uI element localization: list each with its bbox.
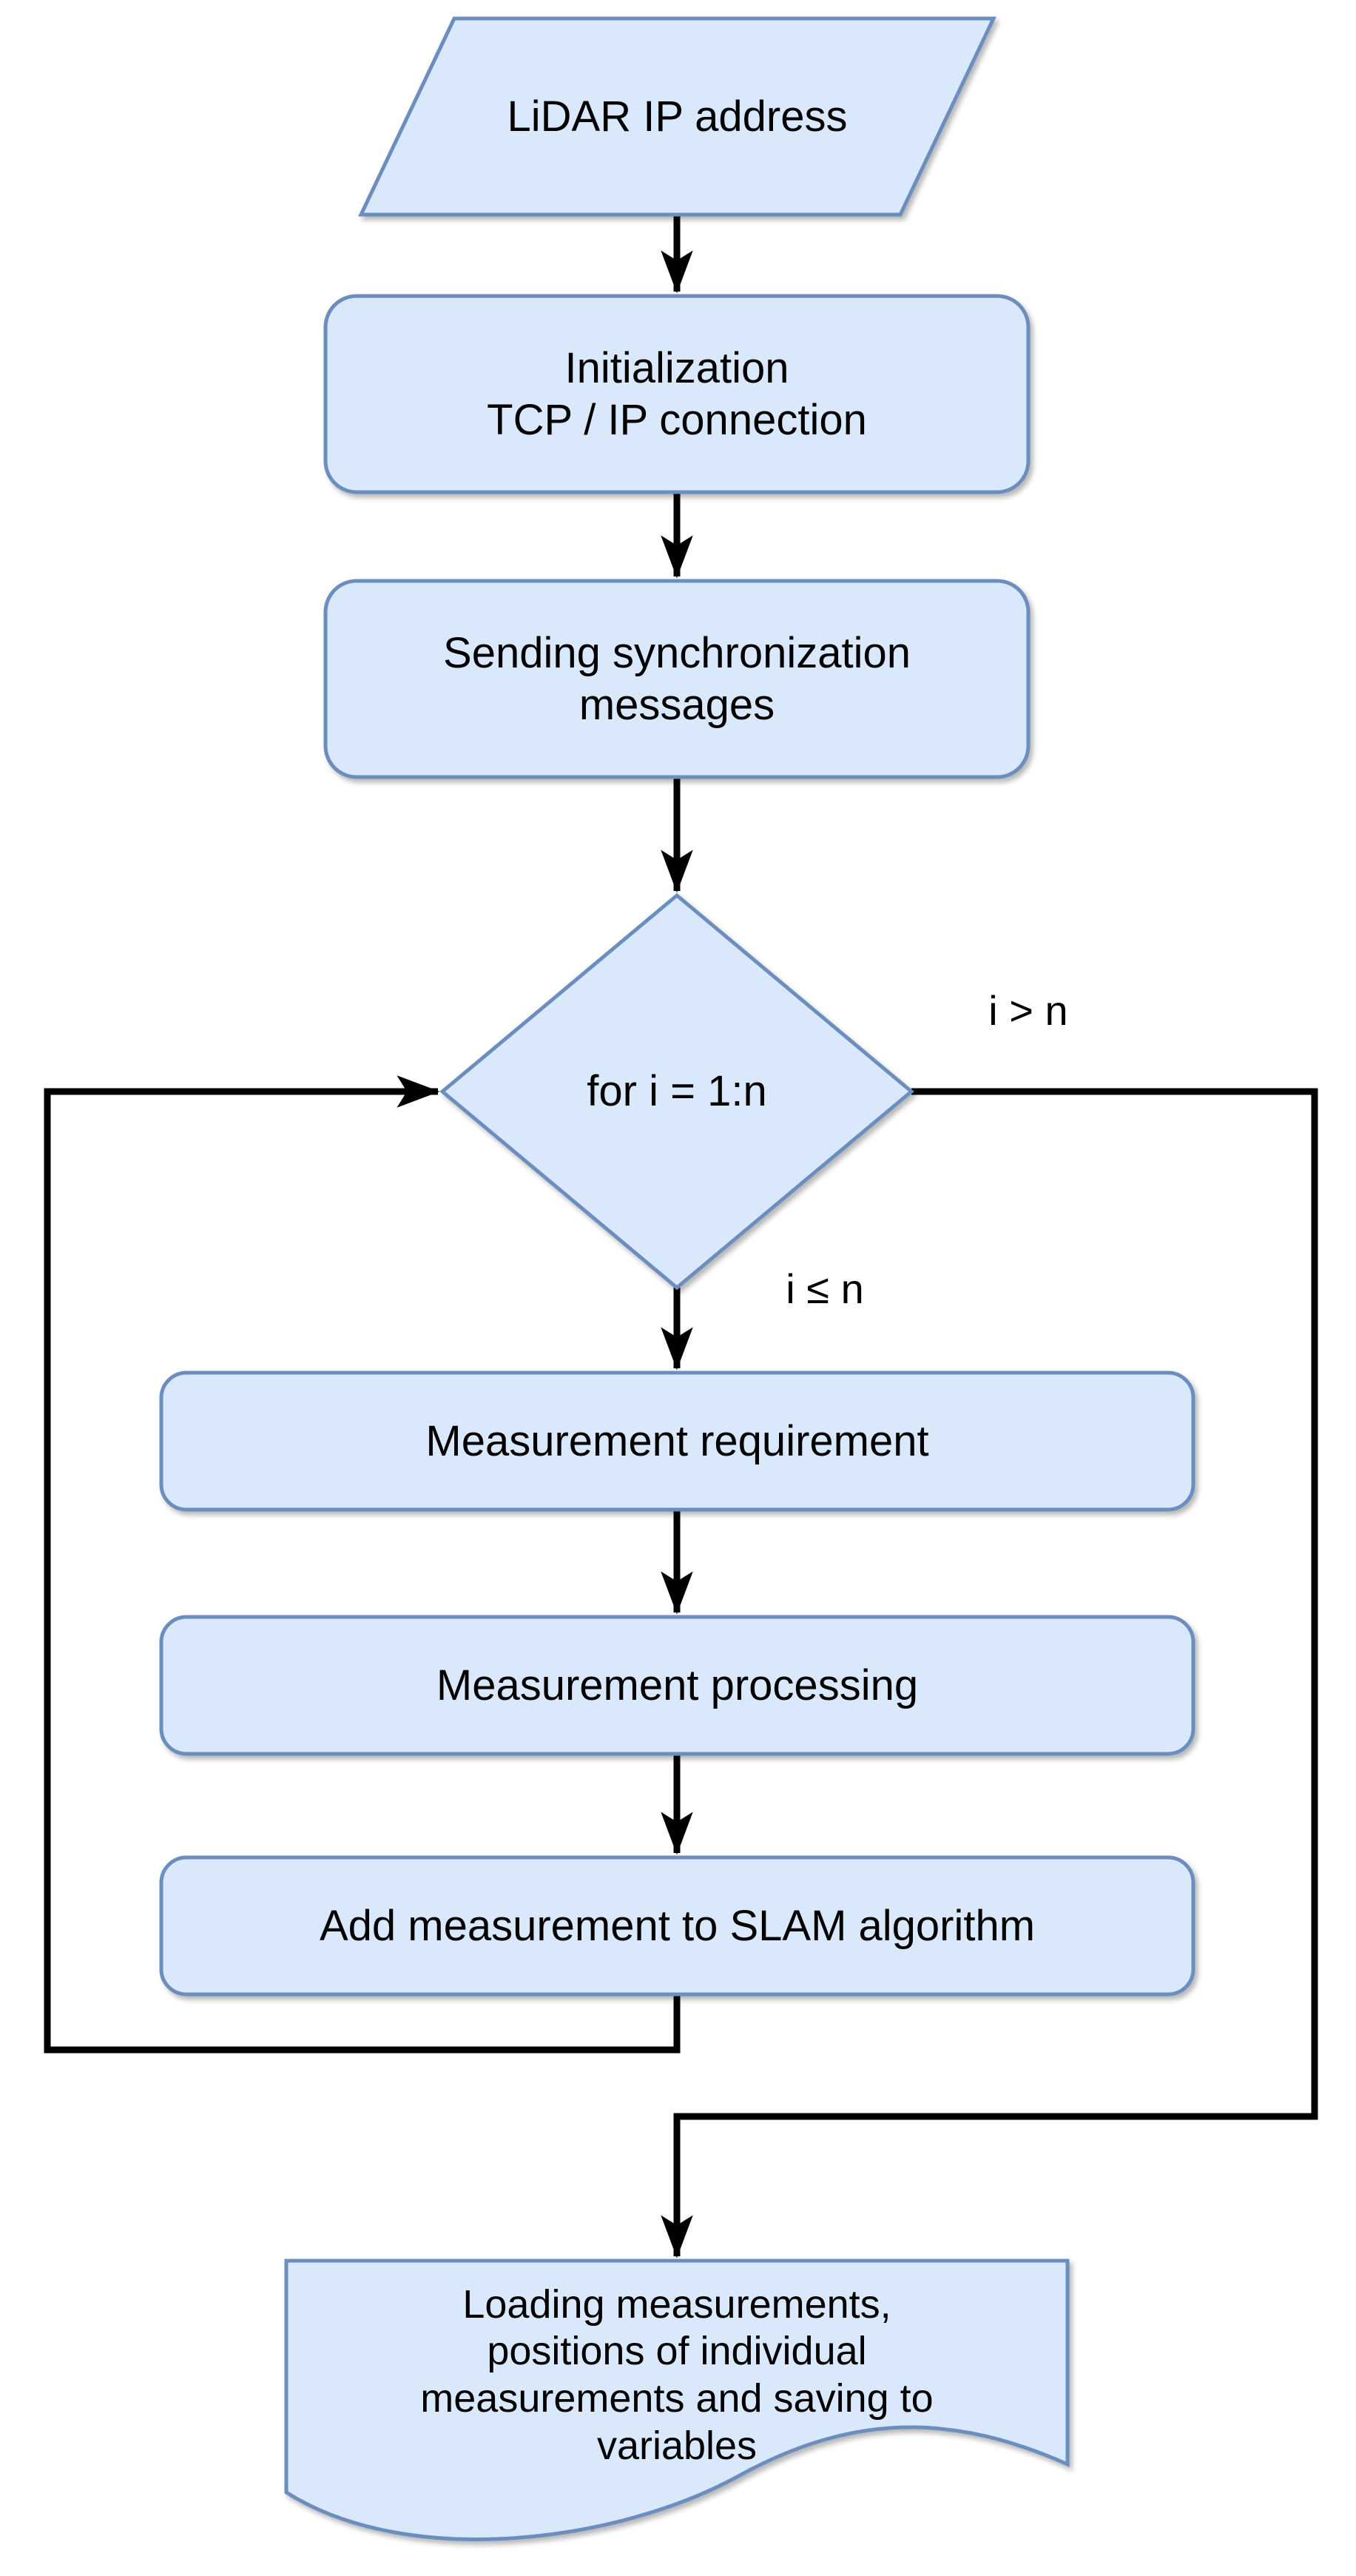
edges-group [44, 215, 1318, 2259]
sync-node-label: Sending synchronization messages [443, 628, 911, 729]
requirement-node-label: Measurement requirement [425, 1416, 929, 1465]
exit-condition-label: i > n [988, 987, 1068, 1035]
loop-decision-diamond [439, 892, 914, 1291]
requirement-node-box [159, 1371, 1195, 1512]
output-document-shape [284, 2259, 1070, 2541]
slam-node-box [159, 1855, 1195, 1997]
sync-node-box [323, 579, 1031, 779]
continue-condition-label: i ≤ n [786, 1265, 864, 1313]
edge-slam-loopback-to-loop [44, 1075, 681, 2054]
init-node-label: Initialization TCP / IP connection [487, 343, 867, 444]
output-node-label: Loading measurements, positions of indiv… [420, 2281, 934, 2468]
processing-node-label: Measurement processing [436, 1661, 919, 1709]
loop-decision-label: for i = 1:n [587, 1067, 767, 1116]
processing-node-box [159, 1615, 1195, 1756]
start-node-label: LiDAR IP address [507, 92, 848, 141]
edge-loop-exit-to-output [661, 1088, 1318, 2259]
slam-node-label: Add measurement to SLAM algorithm [319, 1901, 1036, 1950]
init-node-box [323, 294, 1031, 494]
nodes-group [159, 16, 1195, 2541]
start-node-parallelogram [358, 16, 996, 217]
